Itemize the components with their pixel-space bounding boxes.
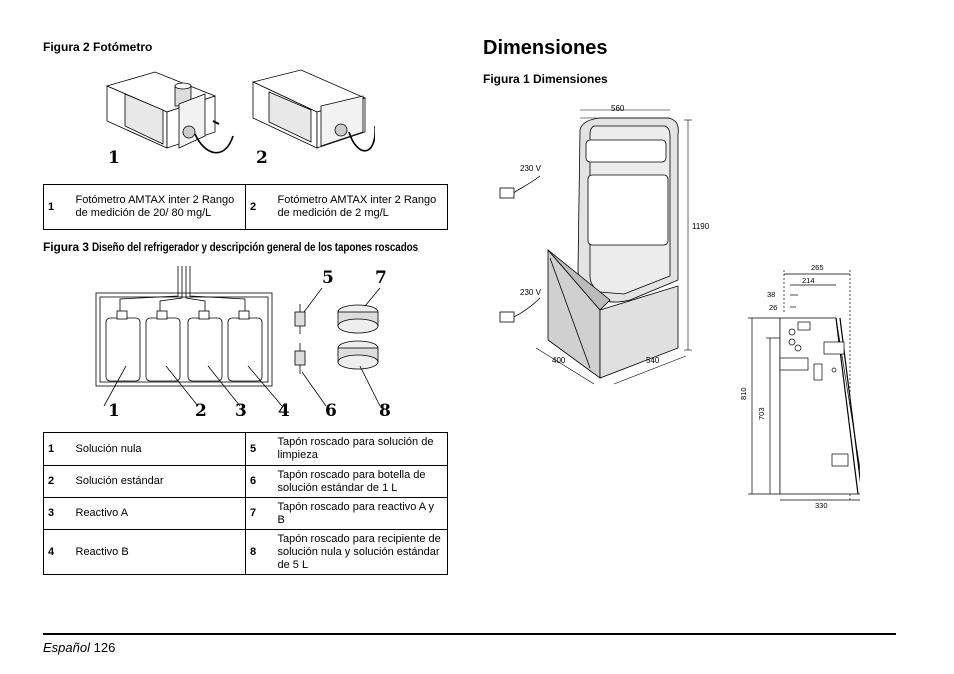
section-title: Dimensiones <box>483 37 608 59</box>
dim-base-width: 540 <box>646 356 660 365</box>
fig3-callout-5: 5 <box>322 268 334 288</box>
fig2-item-1-num: 1 <box>43 184 72 230</box>
dim-side-height-total: 810 <box>739 387 748 400</box>
fig3-callout-4: 4 <box>278 401 290 421</box>
dim-side-top-inner: 214 <box>802 276 815 285</box>
fig3-caption: Figura 3 Diseño del refrigerador y descr… <box>43 240 471 254</box>
fig3-row4-left-num: 4 <box>43 529 72 575</box>
fig3-caption-text: Diseño del refrigerador y descripción ge… <box>92 242 419 254</box>
fig3-row3-left-text: Reactivo A <box>71 497 246 530</box>
dim-side-38: 38 <box>767 290 776 299</box>
fig3-callout-6: 6 <box>325 401 337 421</box>
fig3-row1-right-num: 5 <box>245 432 274 466</box>
fig3-row4-right-num: 8 <box>245 529 274 575</box>
dim-depth: 400 <box>552 356 566 365</box>
fig2-legend-table: 1 Fotómetro AMTAX inter 2 Rango de medic… <box>43 184 448 230</box>
dim-height: 1190 <box>692 222 710 231</box>
fig3-caption-number: Figura 3 <box>43 240 89 254</box>
fig2-item-2-num: 2 <box>245 184 274 230</box>
footer-rule <box>43 633 896 635</box>
fig3-callout-3: 3 <box>235 401 247 421</box>
fig3-row4-left-text: Reactivo B <box>71 529 246 575</box>
footer-language: Español <box>43 640 90 655</box>
fig3-refrigerator-illustration <box>95 266 381 407</box>
dim-side-bottom: 330 <box>815 501 828 510</box>
fig2-callout-1: 1 <box>108 148 120 168</box>
fig3-row3-right-num: 7 <box>245 497 274 530</box>
fig2-item-1-text: Fotómetro AMTAX inter 2 Rango de medició… <box>71 184 246 230</box>
fig3-callout-1: 1 <box>108 401 120 421</box>
page-footer: Español 126 <box>43 640 115 655</box>
fig2-caption: Figura 2 Fotómetro <box>43 40 153 54</box>
fig1-caption: Figura 1 Dimensiones <box>483 72 608 86</box>
fig3-row4-right-text: Tapón roscado para recipiente de solució… <box>273 529 448 575</box>
fig3-row1-left-text: Solución nula <box>71 432 246 466</box>
fig3-callout-7: 7 <box>375 268 387 288</box>
fig1-cabinet-perspective <box>499 109 692 385</box>
dim-side-top-total: 265 <box>811 263 824 272</box>
fig3-row1-left-num: 1 <box>43 432 72 466</box>
fig3-row2-left-text: Solución estándar <box>71 465 246 498</box>
fig3-row3-right-text: Tapón roscado para reactivo A y B <box>273 497 448 530</box>
fig2-photometer-illustration <box>105 69 375 154</box>
voltage-label-top: 230 V <box>520 164 541 173</box>
dim-side-26: 26 <box>769 303 778 312</box>
fig2-item-2-text: Fotómetro AMTAX inter 2 Rango de medició… <box>273 184 448 230</box>
fig3-row2-left-num: 2 <box>43 465 72 498</box>
fig3-callout-2: 2 <box>195 401 207 421</box>
voltage-label-bottom: 230 V <box>520 288 541 297</box>
fig3-callout-8: 8 <box>379 401 391 421</box>
dim-side-height-inner: 703 <box>757 407 766 420</box>
dim-top-width: 560 <box>611 104 625 113</box>
fig3-row1-right-text: Tapón roscado para solución de limpieza <box>273 432 448 466</box>
fig1-side-view <box>748 270 860 502</box>
fig3-row2-right-text: Tapón roscado para botella de solución e… <box>273 465 448 498</box>
fig3-row2-right-num: 6 <box>245 465 274 498</box>
fig3-legend-table: 1 Solución nula 5 Tapón roscado para sol… <box>43 432 448 575</box>
fig3-row3-left-num: 3 <box>43 497 72 530</box>
footer-page-number: 126 <box>93 640 116 655</box>
fig2-callout-2: 2 <box>256 148 268 168</box>
